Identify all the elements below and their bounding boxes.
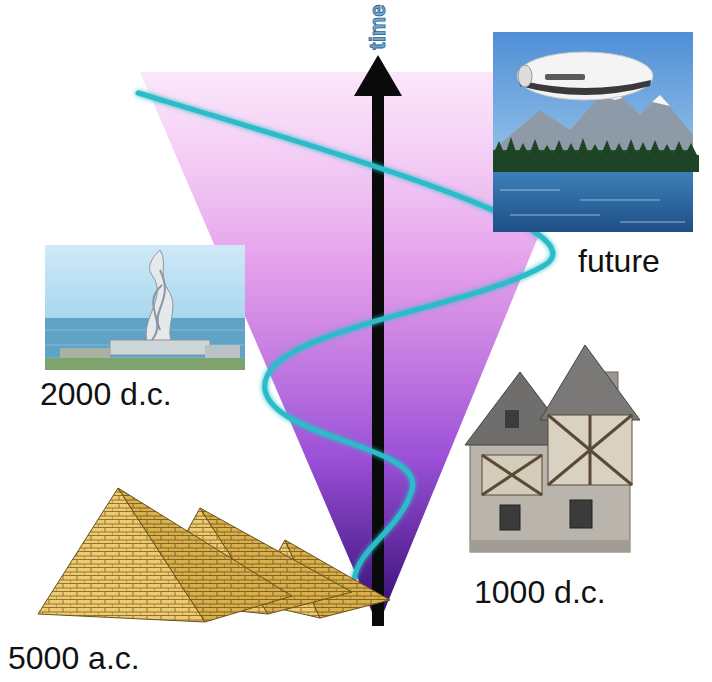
era-label: 5000 a.c. — [8, 642, 140, 674]
era-label: future — [578, 245, 660, 277]
house-picture — [465, 345, 640, 552]
tower-picture — [45, 245, 245, 370]
era-label: 2000 d.c. — [40, 378, 172, 410]
axis-label: time — [367, 4, 389, 49]
future-picture — [493, 32, 699, 232]
pyramids-picture — [38, 488, 390, 622]
era-label: 1000 d.c. — [474, 576, 606, 608]
